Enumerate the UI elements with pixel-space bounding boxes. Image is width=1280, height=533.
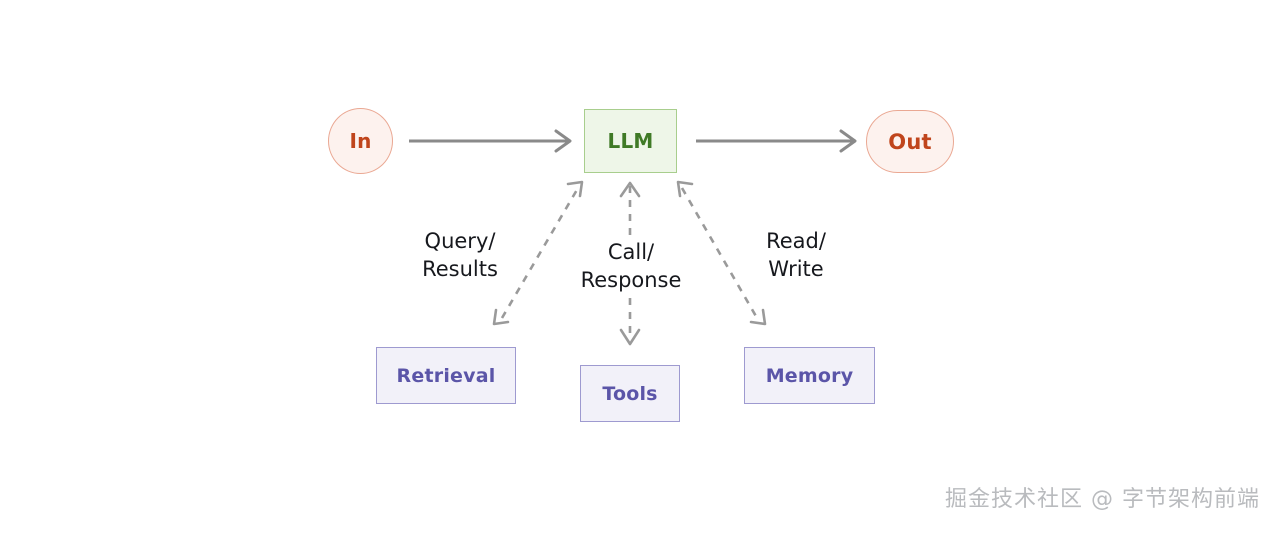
watermark: 掘金技术社区 @ 字节架构前端	[945, 487, 1260, 512]
node-input[interactable]: In	[328, 108, 393, 174]
edge-llm-to-out	[696, 129, 857, 153]
node-output[interactable]: Out	[866, 110, 954, 173]
edge-llm-to-tools	[619, 181, 641, 346]
node-retrieval-label: Retrieval	[396, 364, 496, 387]
edge-label-query-results: Query/ Results	[422, 229, 498, 281]
node-memory[interactable]: Memory	[744, 347, 875, 404]
node-input-label: In	[349, 129, 372, 153]
edge-label-call-response: Call/ Response	[580, 240, 682, 292]
edge-llm-to-memory	[676, 180, 767, 326]
node-output-label: Out	[888, 129, 932, 154]
node-tools-label: Tools	[602, 382, 658, 405]
edge-llm-to-retrieval	[492, 180, 584, 326]
node-llm-label: LLM	[607, 129, 654, 153]
edge-in-to-llm	[409, 129, 572, 153]
node-llm[interactable]: LLM	[584, 109, 677, 173]
node-memory-label: Memory	[765, 364, 854, 387]
node-tools[interactable]: Tools	[580, 365, 680, 422]
edge-label-read-write: Read/ Write	[766, 229, 826, 281]
node-retrieval[interactable]: Retrieval	[376, 347, 516, 404]
